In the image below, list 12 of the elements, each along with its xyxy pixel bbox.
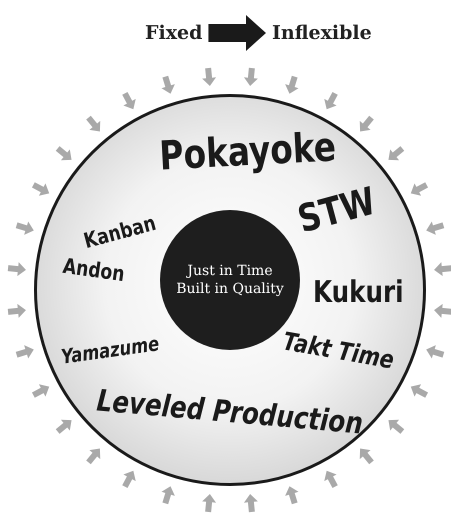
heading-word: Fixed [145, 22, 202, 44]
keyword-label: Takt Time [280, 326, 396, 374]
keyword-label: Andon [61, 254, 126, 286]
keyword-label: STW [292, 178, 380, 242]
heading-word: Inflexible [272, 22, 372, 44]
keyword-label: Yamazume [60, 331, 161, 369]
keyword-label: Kukuri [312, 274, 404, 310]
block-arrow [208, 15, 266, 51]
keyword-label: Leveled Production [95, 382, 364, 442]
keyword-label: Pokayoke [158, 124, 337, 180]
center-label: Just in Time Built in Quality [175, 262, 285, 298]
keyword-label: Kanban [81, 210, 158, 254]
